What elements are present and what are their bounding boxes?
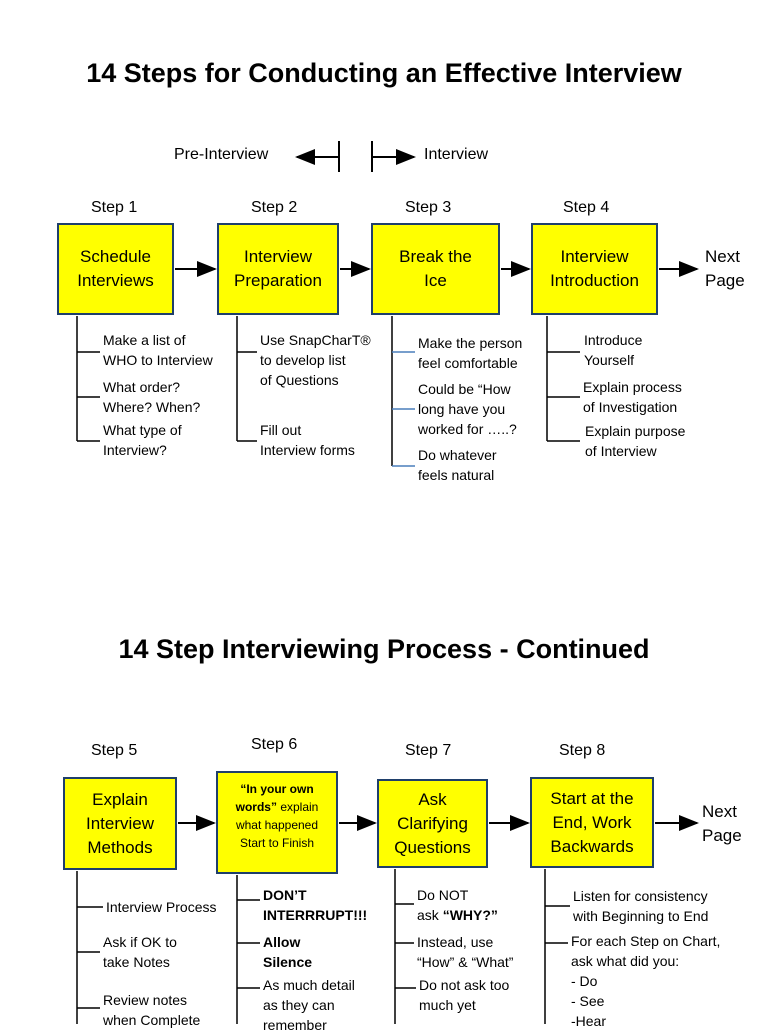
step-7-note: Do NOT ask “WHY?” [417,885,498,925]
step-5-note: Review notes when Complete [103,992,201,1028]
step-8-box: Start at the End, Work Backwards [530,777,654,868]
next-page-label: Next Page [702,802,742,845]
step-5-label: Step 5 [91,742,138,759]
page-title-continued: 14 Step Interviewing Process - Continued [118,634,650,664]
step-4-label: Step 4 [563,199,610,216]
step-2-box: Interview Preparation [217,223,339,315]
step-1-box: Schedule Interviews [57,223,174,315]
branch-lines-page1 [76,316,580,466]
phase-divider [295,141,416,172]
pre-interview-label: Pre-Interview [174,146,269,163]
step-7-box: Ask Clarifying Questions [377,779,488,868]
step-2-note: Use SnapCharT® to develop list of Questi… [260,332,371,388]
step-6-note: DON’T INTERRRUPT!!! [263,887,368,923]
interview-label: Interview [424,146,489,163]
step-6-box: “In your own words” explain what happene… [216,771,338,874]
step-3-note: Make the person feel comfortable [418,335,523,371]
step-3-note: Do whatever feels natural [418,447,497,483]
step-1-note: What type of Interview? [103,422,182,458]
step-7-note: Do not ask too much yet [419,977,510,1013]
step-7-label: Step 7 [405,742,452,759]
step-4-note: Explain purpose of Interview [585,423,686,459]
step-6-label: Step 6 [251,736,298,753]
step-7-note-bold: “WHY?” [442,907,498,923]
step-7-note-text: Do NOT ask [417,887,469,923]
page-title: 14 Steps for Conducting an Effective Int… [86,58,682,88]
next-page-label: Next Page [705,247,745,290]
step-8-note: Listen for consistency with Beginning to… [573,888,709,924]
step-3-box: Break the Ice [371,223,500,315]
step-3-note: Could be “How long have you worked for …… [418,381,517,437]
step-8-label: Step 8 [559,742,606,759]
step-6-box-text: explain what happened Start to Finish [235,800,319,850]
step-1-note: Make a list of WHO to Interview [103,332,213,368]
branch-lines-page2 [76,869,570,1024]
step-2-note: Fill out Interview forms [260,422,355,458]
step-2-label: Step 2 [251,199,298,216]
step-1-note: What order? Where? When? [103,379,201,415]
step-4-box: Interview Introduction [531,223,658,315]
step-7-note: Instead, use “How” & “What” [417,934,514,970]
step-5-note: Interview Process [106,899,217,915]
step-4-note: Explain process of Investigation [583,379,682,415]
step-1-label: Step 1 [91,199,138,216]
step-8-note: For each Step on Chart, ask what did you… [571,933,721,1029]
step-6-box-bold: “In your own words” [235,782,314,814]
branch-lines-step3 [392,351,415,467]
step-5-box: Explain Interview Methods [63,777,177,870]
step-5-note: Ask if OK to take Notes [103,934,177,970]
step-3-label: Step 3 [405,199,452,216]
step-4-note: Introduce Yourself [584,332,643,368]
step-6-note: Allow Silence [263,934,313,970]
